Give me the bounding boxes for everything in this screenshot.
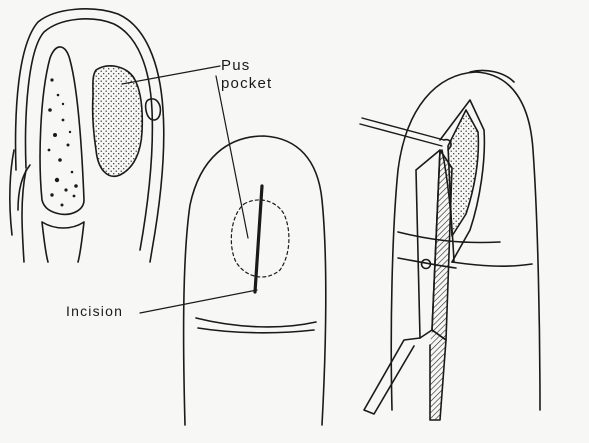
label-incision: Incision <box>66 304 123 319</box>
scissors-blade-right <box>432 150 452 340</box>
scissors-handle-right <box>430 330 446 420</box>
distal-phalanx-bone <box>40 47 84 214</box>
label-pus: Pus <box>221 58 250 73</box>
section-pus-pocket <box>93 66 143 176</box>
label-pocket: pocket <box>221 76 272 91</box>
finger-scissors-drawing <box>360 70 540 420</box>
incision-mark <box>255 186 262 292</box>
bone-texture-dots <box>48 78 78 206</box>
leader-pus-to-section <box>122 66 220 84</box>
finger-section-drawing <box>10 9 164 262</box>
section-nail <box>10 150 30 235</box>
skin-hook <box>360 118 444 146</box>
leader-incision <box>140 290 257 313</box>
middle-phalanx-head <box>42 222 84 262</box>
middle-finger-crease <box>196 318 316 333</box>
leader-pus-to-finger <box>216 76 248 238</box>
